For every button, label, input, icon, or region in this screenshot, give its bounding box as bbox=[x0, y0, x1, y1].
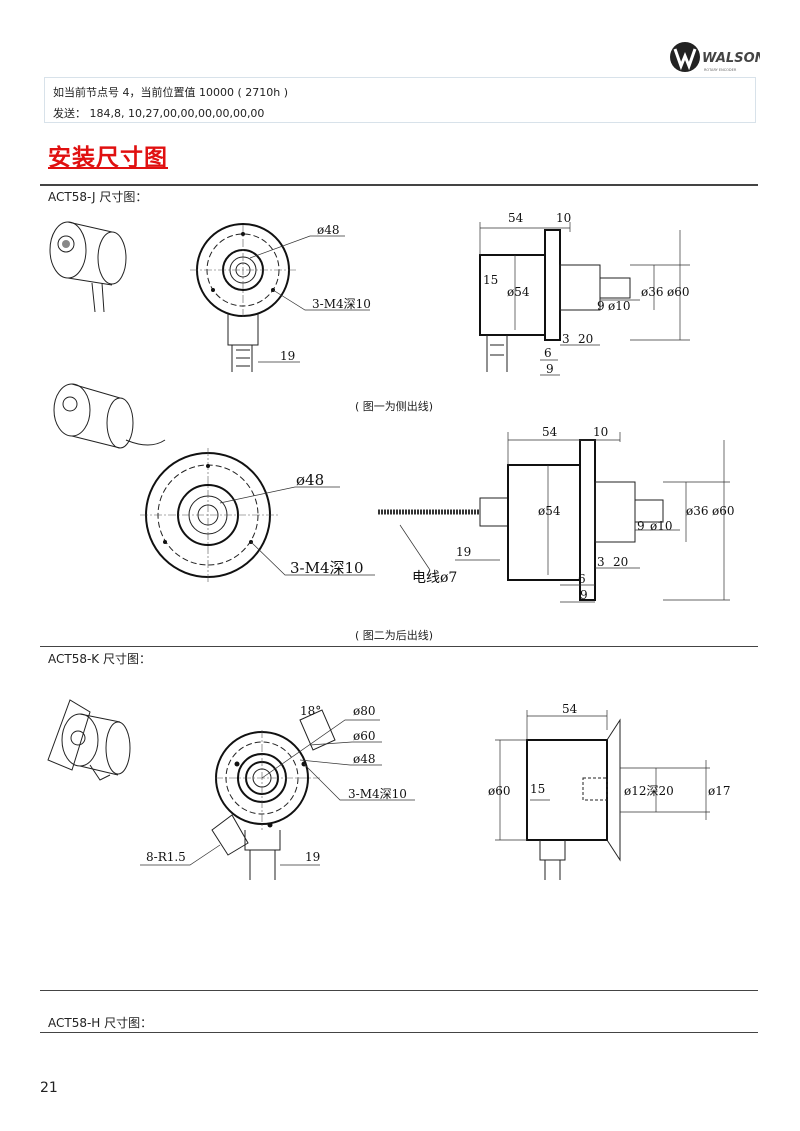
dim-cable: 电线ø7 bbox=[412, 570, 457, 586]
svg-text:WALSON: WALSON bbox=[702, 51, 760, 66]
dim-m4: 3-M4深10 bbox=[312, 297, 371, 311]
page-number: 21 bbox=[40, 1080, 58, 1096]
dim-19: 19 bbox=[305, 850, 320, 864]
dim-d10: ø10 bbox=[608, 299, 631, 313]
dim-d60: ø60 bbox=[667, 285, 690, 299]
dim-3: 3 bbox=[562, 332, 570, 346]
dim-d36: ø36 bbox=[641, 285, 664, 299]
info-line-1: 如当前节点号 4，当前位置值 10000 ( 2710h ) bbox=[53, 86, 289, 99]
dim-d48: ø48 bbox=[317, 223, 340, 237]
encoder-k-side-view: 54 ø60 15 ø12深20 ø17 bbox=[488, 702, 731, 880]
dim-9: 9 bbox=[597, 299, 605, 313]
encoder-k-sketch bbox=[47, 699, 131, 781]
dim-d60: ø60 bbox=[712, 504, 735, 518]
dim-19: 19 bbox=[280, 349, 295, 363]
dim-10: 10 bbox=[593, 425, 608, 439]
encoder-j-front-view: ø48 3-M4深10 19 bbox=[190, 223, 371, 372]
dim-54: 54 bbox=[508, 211, 524, 225]
divider bbox=[40, 646, 758, 647]
dim-10: 10 bbox=[556, 211, 571, 225]
dim-r15: 8-R1.5 bbox=[146, 850, 186, 864]
dim-20: 20 bbox=[613, 555, 628, 569]
divider bbox=[40, 184, 758, 186]
section-label-act58-h: ACT58-H 尺寸图： bbox=[48, 1016, 153, 1030]
dim-15: 15 bbox=[483, 273, 498, 287]
dim-d48: ø48 bbox=[296, 471, 324, 489]
dim-d80: ø80 bbox=[353, 704, 376, 718]
dim-6: 6 bbox=[544, 346, 552, 360]
dim-m4: 3-M4深10 bbox=[348, 787, 407, 801]
dim-d60: ø60 bbox=[353, 729, 376, 743]
example-info-box: 如当前节点号 4，当前位置值 10000 ( 2710h ) 发送： 184,8… bbox=[44, 77, 756, 123]
figure-2-caption: ( 图二为后出线) bbox=[355, 629, 434, 642]
encoder-j-side-view: 54 10 15 ø54 ø36 ø60 9 ø10 3 20 6 9 bbox=[479, 211, 690, 376]
dim-m4: 3-M4深10 bbox=[290, 559, 364, 577]
divider bbox=[40, 1032, 758, 1033]
figure-1-caption: ( 图一为侧出线) bbox=[355, 400, 434, 413]
info-line-2: 发送： 184,8, 10,27,00,00,00,00,00,00 bbox=[53, 107, 265, 120]
encoder-j-rear-sketch bbox=[53, 383, 166, 449]
dim-54: 54 bbox=[562, 702, 578, 716]
dim-54: 54 bbox=[542, 425, 558, 439]
dim-6: 6 bbox=[578, 572, 586, 586]
section-label-act58-j: ACT58-J 尺寸图： bbox=[48, 190, 148, 204]
dim-19: 19 bbox=[456, 545, 471, 559]
dim-d60: ø60 bbox=[488, 784, 511, 798]
dim-9b: 9 bbox=[546, 362, 554, 376]
page-title: 安装尺寸图 bbox=[48, 145, 168, 171]
encoder-j-rear-side-view: 54 10 ø54 ø36 ø60 9 ø10 19 电线ø7 3 20 6 9 bbox=[378, 425, 735, 603]
svg-text:ROTARY ENCODER: ROTARY ENCODER bbox=[704, 68, 737, 72]
dim-d54: ø54 bbox=[507, 285, 530, 299]
dim-20: 20 bbox=[578, 332, 593, 346]
dim-3: 3 bbox=[597, 555, 605, 569]
dim-d12: ø12深20 bbox=[624, 784, 674, 798]
dim-18deg: 18° bbox=[300, 704, 321, 718]
encoder-j-side-sketch bbox=[49, 221, 127, 313]
dim-d17: ø17 bbox=[708, 784, 731, 798]
encoder-k-front-view: 18° ø80 ø60 ø48 3-M4深10 8-R1.5 19 bbox=[140, 704, 415, 880]
dim-9b: 9 bbox=[580, 588, 588, 602]
dim-d36: ø36 bbox=[686, 504, 709, 518]
walson-logo: WALSON ROTARY ENCODER bbox=[668, 40, 766, 78]
dim-d10: ø10 bbox=[650, 519, 673, 533]
section-label-act58-k: ACT58-K 尺寸图： bbox=[48, 652, 151, 666]
divider bbox=[40, 990, 758, 991]
dim-15: 15 bbox=[530, 782, 545, 796]
dim-9: 9 bbox=[637, 519, 645, 533]
dim-d54: ø54 bbox=[538, 504, 561, 518]
dim-d48: ø48 bbox=[353, 752, 376, 766]
encoder-j-rear-front-view: ø48 3-M4深10 bbox=[140, 448, 375, 582]
